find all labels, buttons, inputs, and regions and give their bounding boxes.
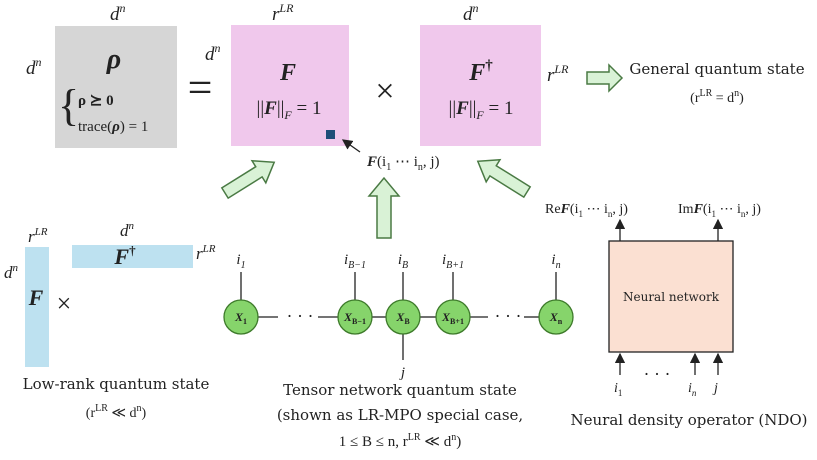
tensor-label-1: Tensor network quantum state	[283, 381, 517, 399]
constraint-trace: trace(ρ) = 1	[78, 119, 148, 135]
tensor-label-2: (shown as LR-MPO special case,	[277, 406, 523, 424]
constraint-psd: ρ ⪰ 0	[78, 93, 114, 109]
tensor-node-label: XB−1	[343, 310, 366, 326]
fdagger-symbol: F†	[468, 58, 493, 86]
general-state-label: General quantum state	[629, 60, 804, 78]
tensor-node	[538, 299, 574, 335]
fdagger-matrix-box	[420, 25, 541, 146]
tensor-index-label: i1	[236, 252, 245, 271]
fdagger-block: dn F† ||F||F = 1 rLR	[420, 1, 569, 146]
lowrank-dim-top: rLR	[28, 226, 48, 246]
tensor-index-label: iB−1	[344, 252, 366, 271]
tensor-index-label: in	[551, 252, 560, 271]
block-arrow-icon	[367, 176, 401, 239]
tensor-node	[435, 299, 471, 335]
rho-symbol: ρ	[106, 44, 121, 75]
tensor-index-label: iB+1	[442, 252, 464, 271]
fdagger-dim-right: rLR	[547, 62, 569, 86]
f-block: rLR dn F ||F||F = 1	[205, 1, 349, 146]
tensor-node	[223, 299, 259, 335]
lowrank-fdagger-box	[72, 245, 193, 268]
rho-block: dn dn ρ { ρ ⪰ 0 trace(ρ) = 1	[26, 1, 177, 148]
neural-network-box	[608, 240, 734, 353]
f-symbol: F	[279, 60, 296, 86]
tensor-node	[337, 299, 373, 335]
rho-matrix-box	[55, 26, 177, 148]
neural-network-label: Neural network	[623, 290, 720, 304]
tensor-bottom-index: j	[399, 365, 405, 381]
ndo-label: Neural density operator (NDO)	[570, 411, 807, 429]
tensor-dots-left: · · ·	[287, 306, 314, 326]
lowrank-condition: (rLR ≪ dn)	[86, 403, 147, 421]
fdagger-norm: ||F||F = 1	[449, 98, 514, 122]
constraint-brace: {	[58, 81, 79, 130]
lowrank-fdagger-dim-top: dn	[120, 220, 135, 240]
f-dim-top: rLR	[272, 1, 294, 25]
ndo-input-in: in	[688, 381, 697, 398]
f-norm: ||F||F = 1	[257, 98, 322, 122]
lowrank-fdagger-symbol: F†	[113, 243, 136, 269]
tensor-node	[385, 299, 421, 335]
fdagger-dim-top: dn	[463, 1, 479, 25]
tensor-label-3: 1 ≤ B ≤ n, rLR ≪ dn)	[339, 432, 461, 450]
lowrank-label: Low-rank quantum state	[23, 375, 210, 393]
tensor-node-label: Xn	[549, 310, 563, 326]
block-arrow-icon	[586, 63, 624, 93]
tensor-dots-right: · · ·	[495, 306, 522, 326]
ndo-re-output-label: ReF(i1 ⋯ in, j)	[545, 202, 628, 219]
f-matrix-box	[231, 25, 349, 146]
times-sign-top: ×	[375, 73, 394, 110]
block-arrow-icon	[220, 159, 276, 200]
tensor-index-label: iB	[398, 252, 408, 271]
equals-sign: =	[188, 63, 213, 112]
lowrank-times-sign: ×	[57, 289, 72, 318]
block-arrow-icon	[476, 158, 532, 199]
ndo-im-output-label: ImF(i1 ⋯ in, j)	[678, 202, 761, 219]
tensor-node-label: XB	[395, 310, 410, 326]
lowrank-fdagger-dim-right: rLR	[196, 243, 216, 263]
element-label: F(i1 ⋯ in, j)	[366, 154, 440, 173]
lowrank-block: rLR dn F × dn F† rLR Low-rank quantum st…	[4, 220, 216, 421]
lowrank-f-box	[25, 247, 49, 367]
tensor-node-label: X1	[234, 310, 247, 326]
ndo-input-dots: · · ·	[644, 364, 671, 384]
ndo-input-i1: i1	[614, 381, 622, 398]
rho-dim-top: dn	[110, 1, 126, 25]
f-dim-left: dn	[205, 41, 221, 65]
ndo-input-j: j	[712, 381, 718, 396]
rho-dim-left: dn	[26, 55, 42, 79]
lowrank-dim-left: dn	[4, 262, 19, 282]
general-state-condition: (rLR = dn)	[690, 88, 744, 106]
ndo-block: ReF(i1 ⋯ in, j) ImF(i1 ⋯ in, j) Neural n…	[545, 202, 808, 429]
lowrank-f-symbol: F	[28, 285, 44, 310]
element-pointer-line	[341, 139, 361, 153]
tensor-node-label: XB+1	[441, 310, 464, 326]
small-square-marker-icon	[326, 130, 335, 139]
